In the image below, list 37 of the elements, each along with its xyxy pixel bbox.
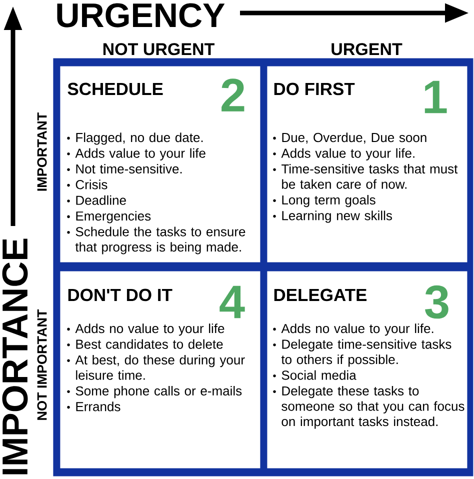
list-item: At best, do these during your leisure time. — [75, 354, 245, 380]
list-item: Best candidates to delete — [76, 339, 223, 349]
list-item: Adds no value to your life. — [281, 324, 434, 336]
row-heading: IMPORTANT — [37, 112, 47, 191]
list-item: Social media — [282, 370, 356, 380]
list-item: Adds value to your life. — [281, 148, 414, 160]
list-item: Learning new skills — [282, 210, 392, 223]
quadrant-box — [267, 271, 468, 468]
quadrant-number: 2 — [222, 78, 244, 112]
quadrant-box — [267, 66, 468, 262]
quadrant-heading: DON'T DO IT — [68, 288, 172, 302]
list-item: Time-sensitive tasks that must be taken care of now. — [282, 164, 458, 189]
list-item: Delegate time-sensitive tasks to others if possible. — [281, 339, 452, 367]
list-item: Crisis — [76, 180, 108, 190]
list-item: Due, Overdue, Due soon — [282, 132, 426, 144]
axis-title: URGENCY — [57, 3, 225, 28]
quadrant-number: 3 — [425, 285, 448, 319]
list-item: Schedule the tasks to ensure that progress is being made. — [75, 226, 246, 254]
list-item: Adds no value to your life — [75, 324, 224, 336]
quadrant-heading: SCHEDULE — [68, 82, 163, 96]
list-item: Adds value to your life — [75, 148, 206, 160]
list-item: Errands — [76, 402, 120, 412]
list-item: Deadline — [76, 195, 126, 205]
quadrant-box — [60, 271, 260, 468]
list-item: Not time-sensitive. — [76, 164, 182, 174]
list-item: Delegate these tasks to someone so that you can focus on important tasks instead. — [282, 386, 464, 429]
list-item: Long term goals — [282, 194, 376, 208]
quadrant-number: 1 — [424, 80, 447, 114]
list-item: Some phone calls or e-mails — [76, 386, 242, 398]
quadrant-box — [60, 66, 260, 262]
list-item: Emergencies — [76, 211, 151, 224]
quadrant-heading: DO FIRST — [274, 82, 355, 96]
quadrant-heading: DELEGATE — [274, 288, 367, 302]
quadrant-number: 4 — [220, 286, 245, 318]
list-item: Flagged, no due date. — [76, 132, 203, 145]
axis-title: IMPORTANCE — [2, 238, 28, 474]
row-heading: NOT IMPORTANT — [37, 309, 47, 420]
